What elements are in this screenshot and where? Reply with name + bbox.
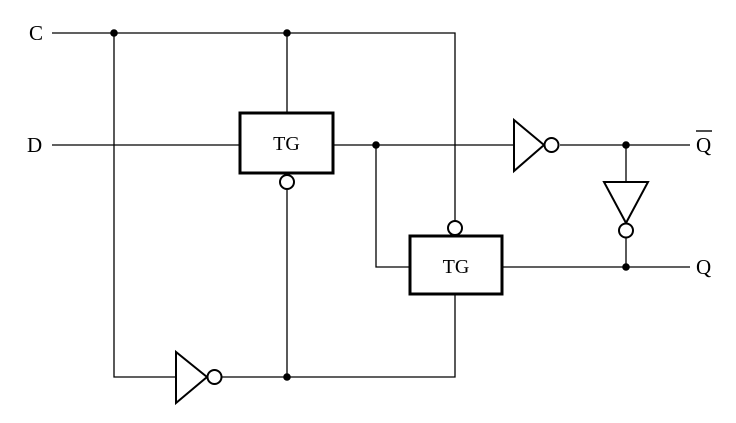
inverter-feedback-triangle — [602, 181, 650, 226]
junction-dot — [372, 141, 380, 149]
tg-input: TG — [238, 111, 335, 190]
tg-feedback-label: TG — [443, 256, 470, 278]
clock-label: C — [29, 21, 43, 45]
inverter-forward-bubble — [543, 137, 560, 153]
inverter-feedback-bubble — [618, 222, 634, 239]
junction-dot — [622, 141, 630, 149]
inverter-feedback — [602, 181, 650, 239]
junction-dot — [283, 373, 291, 381]
tg-feedback-inversion-bubble — [447, 220, 463, 236]
tg-feedback: TG — [408, 220, 504, 296]
q-bar-label: Q — [696, 133, 711, 157]
junction-dots — [110, 29, 630, 381]
clock-wire — [52, 32, 456, 222]
inverter-forward-triangle — [513, 117, 546, 174]
tg-input-box — [238, 111, 335, 175]
junction-dot — [622, 263, 630, 271]
data-label: D — [27, 133, 42, 157]
q-label: Q — [696, 255, 711, 279]
tg-feedback-box — [408, 234, 504, 296]
inverter-clock-bubble — [206, 369, 223, 385]
junction-dot — [110, 29, 118, 37]
clock-branch-wire — [113, 33, 176, 378]
junction-dot — [283, 29, 291, 37]
inverter-clock-triangle — [175, 349, 209, 406]
signal-labels: C D Q Q — [27, 21, 712, 279]
clock-bar-wire — [222, 293, 456, 378]
inverter-clock — [175, 349, 223, 406]
node-to-tg2-wire — [375, 145, 410, 268]
tg-input-inversion-bubble — [279, 174, 295, 190]
inverter-forward — [513, 117, 560, 174]
tg-input-label: TG — [273, 133, 300, 155]
wires — [52, 32, 690, 378]
